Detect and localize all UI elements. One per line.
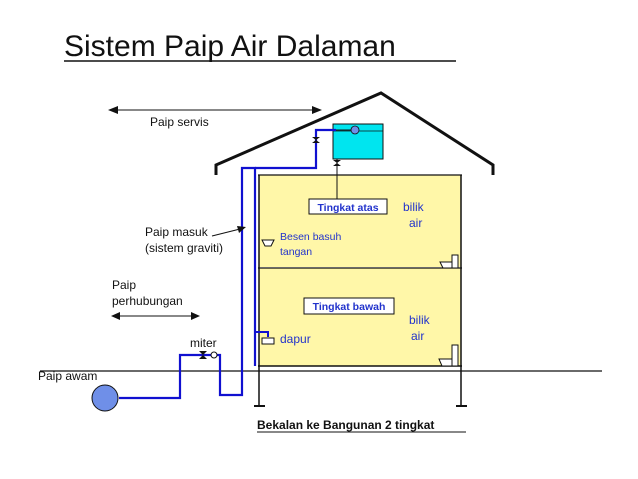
tingkat-bawah-box [303,297,395,315]
label-paip-awam: Paip awam [38,369,97,383]
label-miter: miter [190,336,217,350]
caption: Bekalan ke Bangunan 2 tingkat [257,418,434,432]
connection-arrowhead-right [191,312,200,320]
connection-arrowhead-left [111,312,120,320]
rising-main-pipe [255,128,336,170]
page-title: Sistem Paip Air Dalaman [64,30,396,63]
upper-floor-room [259,175,461,267]
label-paip-masuk: Paip masuk [145,225,209,239]
lower-floor-room [259,268,461,366]
tank-outlet-valve-icon [333,160,341,166]
public-main-pipe [119,166,257,400]
tingkat-atas-box [308,198,388,215]
label-besen-tangan: tangan [280,246,312,258]
toilet-upper-icon [439,254,459,269]
meter-valve-icon [199,351,207,359]
label-paip-perhubungan-1: Paip [112,278,136,292]
service-pipe-arrowhead-left [108,106,118,114]
label-paip-servis: Paip servis [150,115,209,129]
float-ball-icon [350,125,360,135]
service-pipe-arrowhead-right [312,106,322,114]
toilet-lower-icon [438,344,459,367]
kitchen-sink-icon [261,337,275,345]
label-bilik-air-atas-2: air [409,216,422,230]
label-paip-masuk-note: (sistem graviti) [145,241,223,255]
label-dapur: dapur [280,332,311,346]
label-bilik-air-bawah-2: air [411,329,424,343]
meter-icon [210,351,218,359]
kitchen-branch-pipe [255,331,269,337]
label-bilik-air-bawah-1: bilik [409,313,431,327]
roof [214,91,495,175]
label-tingkat-bawah: Tingkat bawah [313,301,386,313]
paip-masuk-arrowhead [237,226,246,233]
label-paip-perhubungan-2: perhubungan [112,294,183,308]
public-main-icon [91,384,119,412]
label-bilik-air-atas-1: bilik [403,200,425,214]
label-besen-basuh: Besen basuh [280,231,341,243]
stop-valve-icon [312,137,320,143]
label-tingkat-atas: Tingkat atas [317,202,378,214]
wash-basin-icon [261,239,275,247]
